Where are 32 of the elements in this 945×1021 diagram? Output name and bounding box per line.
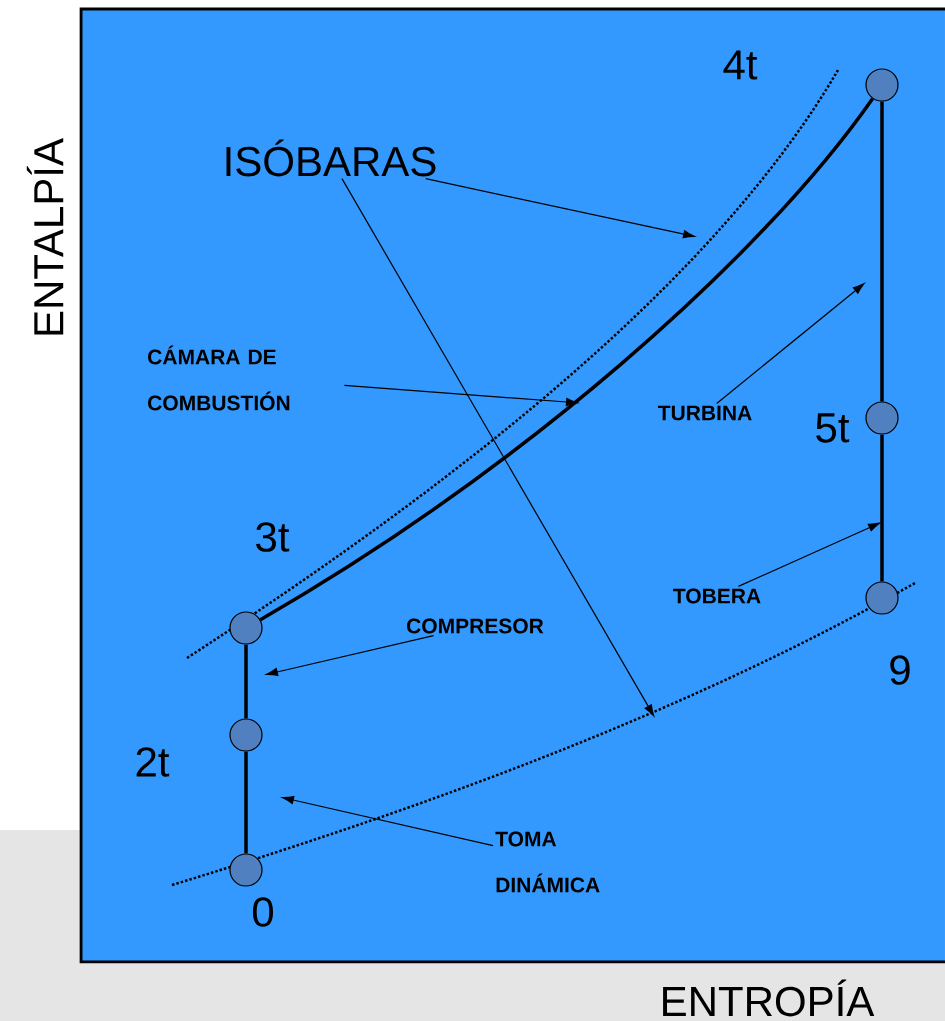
- process-label: CÁMARA DE COMBUSTIÓN: [148, 345, 290, 411]
- process-line: [880, 101, 884, 402]
- process-label: TOMA DINÁMICA: [495, 831, 600, 893]
- process-line: [259, 97, 874, 622]
- leader-arrow: [266, 635, 435, 676]
- point-label: 4t: [723, 50, 758, 80]
- process-line: [244, 644, 248, 719]
- process-line: [880, 434, 884, 582]
- process-label: TURBINA: [658, 405, 752, 421]
- point-label: 5t: [816, 413, 850, 443]
- leader-arrow: [716, 283, 865, 405]
- leader-arrow: [341, 178, 655, 717]
- point-label: 9: [890, 655, 910, 685]
- leader-arrow: [737, 522, 880, 587]
- axis-label: ENTALPÍA: [26, 138, 64, 335]
- state-point: [229, 853, 263, 887]
- point-label: 0: [252, 897, 274, 927]
- process-label: TOBERA: [673, 588, 761, 604]
- leader-arrow: [343, 384, 578, 407]
- state-point: [865, 68, 899, 102]
- leader-arrow: [282, 795, 494, 847]
- process-line: [244, 751, 248, 854]
- leader-arrow: [425, 178, 695, 239]
- process-label: COMPRESOR: [407, 618, 544, 634]
- axis-label: ENTROPÍA: [663, 979, 875, 1017]
- point-label: 2t: [136, 747, 170, 777]
- state-point: [865, 401, 899, 435]
- state-point: [865, 581, 899, 615]
- point-label: 3t: [256, 522, 290, 552]
- state-point: [229, 718, 263, 752]
- heading-label: ISÓBARAS: [226, 139, 436, 177]
- state-point: [229, 611, 263, 645]
